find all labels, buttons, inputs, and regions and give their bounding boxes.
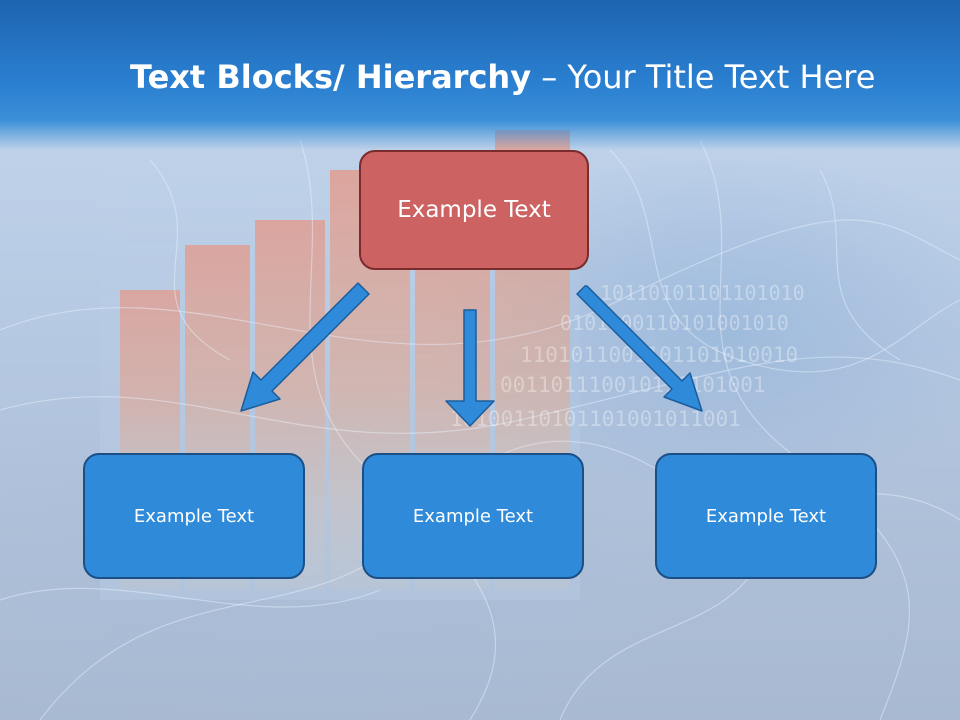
title-bold: Text Blocks/ Hierarchy [130,58,532,96]
child-box-right: Example Text [655,453,877,579]
title-bar [0,0,960,150]
child-box-label: Example Text [705,505,827,527]
title-rest: – Your Title Text Here [531,58,876,96]
child-box-center: Example Text [362,453,584,579]
svg-text:001101110010110101001: 001101110010110101001 [500,373,766,397]
arrow-right [576,285,703,412]
svg-text:10110101101101010: 10110101101101010 [600,281,805,305]
child-box-label: Example Text [412,505,534,527]
child-box-left: Example Text [83,453,305,579]
top-box-label: Example Text [397,197,551,223]
slide-title: Text Blocks/ Hierarchy – Your Title Text… [130,52,875,102]
top-box: Example Text [359,150,589,270]
binary-digits: 10110101101101010 0101100110101001010 11… [450,281,805,431]
arrow-left [240,282,370,412]
svg-text:10100110101101001011001: 10100110101101001011001 [450,407,741,431]
arrow-center [445,309,495,427]
child-box-label: Example Text [133,505,255,527]
